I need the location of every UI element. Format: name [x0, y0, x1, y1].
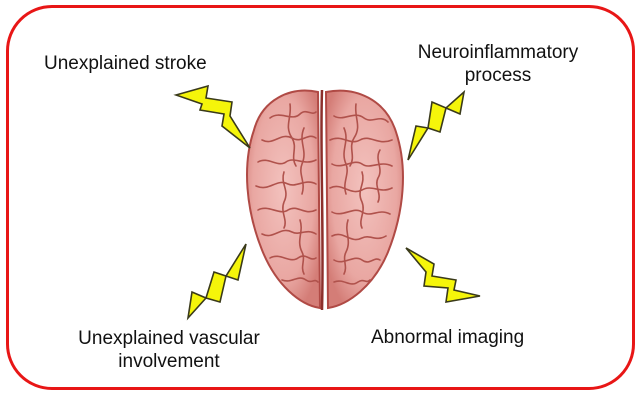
brain-icon — [247, 90, 403, 310]
lightning-bolt-icon — [176, 86, 250, 148]
label-line: involvement — [58, 350, 280, 373]
lightning-bolt-icon — [406, 248, 480, 302]
lightning-bolt-icon — [188, 244, 246, 318]
label-abnormal-imaging: Abnormal imaging — [371, 326, 524, 349]
lightning-bolt-icon — [408, 92, 464, 160]
label-line: Neuroinflammatory — [402, 41, 594, 64]
label-unexplained-stroke: Unexplained stroke — [44, 52, 207, 75]
label-unexplained-vascular-involvement: Unexplained vascular involvement — [58, 327, 280, 373]
label-line: Unexplained vascular — [58, 327, 280, 350]
label-neuroinflammatory-process: Neuroinflammatory process — [402, 41, 594, 87]
label-line: process — [402, 64, 594, 87]
